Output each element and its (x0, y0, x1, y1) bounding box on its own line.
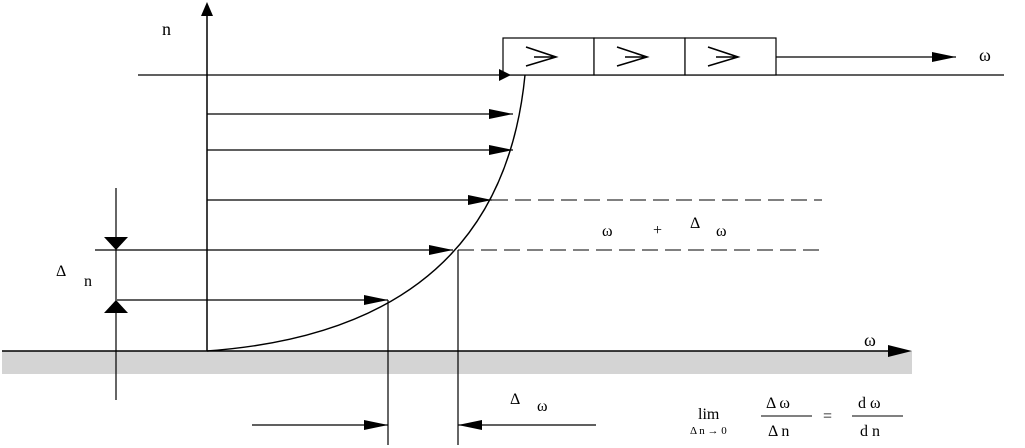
delta-omega-omega-label: ω (537, 398, 548, 415)
delta-n-arrowhead-up (104, 300, 128, 313)
omega-bottom-label: ω (864, 330, 876, 350)
formula-fraction1-numerator: Δ ω (766, 395, 790, 412)
formula-lim: lim (698, 406, 720, 423)
delta-n-arrowhead-down (104, 237, 128, 250)
omega-top-label: ω (979, 45, 991, 65)
formula-equals: = (823, 408, 832, 425)
n-axis-label: n (162, 19, 171, 39)
formula-fraction2-numerator: d ω (858, 395, 881, 412)
delta-omega-delta-label: Δ (510, 391, 520, 408)
omega-plus-label: ω (602, 223, 613, 240)
delta-upper-label: Δ (690, 215, 700, 232)
plate-chevron-3 (707, 46, 741, 67)
formula-fraction2-denominator: d n (860, 423, 880, 440)
n-axis-arrowhead (201, 2, 213, 16)
delta-n-delta-label: Δ (56, 263, 66, 280)
plate-chevron-1 (525, 46, 559, 67)
plate-chevron-2 (616, 46, 650, 67)
delta-n-n-label: n (84, 273, 92, 290)
limit-formula: lim Δ n → 0 Δ ω Δ n = d ω d n (690, 395, 903, 440)
velocity-profile-curve (206, 74, 526, 352)
ground-surface (2, 351, 912, 374)
formula-lim-subscript: Δ n → 0 (690, 425, 727, 437)
plate-box-3 (684, 37, 777, 76)
bottom-axis-arrowhead (888, 345, 912, 357)
plate-entry-arrowhead (499, 69, 511, 81)
plus-sign: + (653, 222, 662, 239)
formula-fraction1-denominator: Δ n (768, 423, 789, 440)
omega-upper-label: ω (716, 223, 727, 240)
